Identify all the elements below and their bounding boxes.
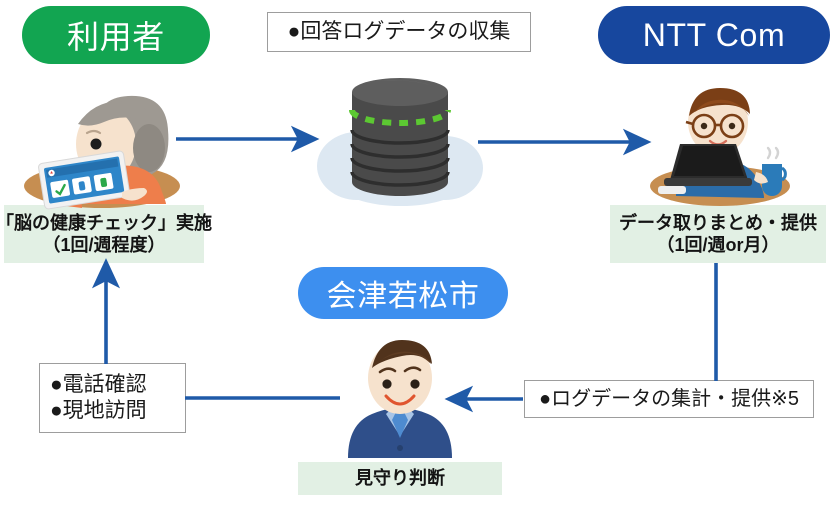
label-watch-over-judgement: 見守り判断 — [298, 462, 502, 495]
badge-user: 利用者 — [22, 6, 210, 64]
label-data-compilation: データ取りまとめ・提供 （1回/週or月） — [610, 205, 826, 263]
box-log-data-aggregation: ●ログデータの集計・提供※5 — [524, 380, 814, 418]
glasses-icon — [685, 113, 745, 139]
box-contact-line-phone: ●電話確認 — [50, 373, 147, 397]
label-brain-health-check-sub: （1回/週程度） — [42, 235, 166, 255]
coffee-cup-icon — [762, 146, 787, 196]
box-contact-line-visit: ●現地訪問 — [50, 399, 147, 422]
elderly-person-with-tablet-illustration — [18, 78, 198, 210]
label-brain-health-check-main: 「脳の健康チェック」実施 — [0, 212, 212, 233]
box-log-data-collection-text: ●回答ログデータの収集 — [287, 20, 511, 44]
label-watch-over-judgement-text: 見守り判断 — [355, 468, 445, 489]
badge-user-label: 利用者 — [67, 19, 165, 55]
box-log-data-aggregation-text: ●ログデータの集計・提供※5 — [539, 387, 799, 410]
database-green-ring — [349, 109, 451, 126]
office-worker-with-laptop-illustration — [640, 76, 800, 210]
box-log-data-collection: ●回答ログデータの収集 — [267, 12, 531, 52]
badge-ntt-com: NTT Com — [598, 6, 830, 64]
label-brain-health-check: 「脳の健康チェック」実施 （1回/週程度） — [0, 205, 212, 263]
city-official-person-illustration — [334, 334, 466, 460]
badge-ntt-com-label: NTT Com — [642, 16, 786, 53]
database-cylinder — [349, 78, 451, 196]
badge-aizuwakamatsu-city: 会津若松市 — [298, 267, 508, 319]
label-data-compilation-sub: （1回/週or月） — [656, 235, 780, 255]
label-data-compilation-main: データ取りまとめ・提供 — [619, 212, 817, 233]
badge-city-label: 会津若松市 — [326, 280, 480, 313]
box-contact-actions: ●電話確認 ●現地訪問 — [39, 363, 186, 433]
laptop-icon — [664, 144, 752, 186]
database-cylinder-in-cloud-illustration — [305, 58, 495, 218]
